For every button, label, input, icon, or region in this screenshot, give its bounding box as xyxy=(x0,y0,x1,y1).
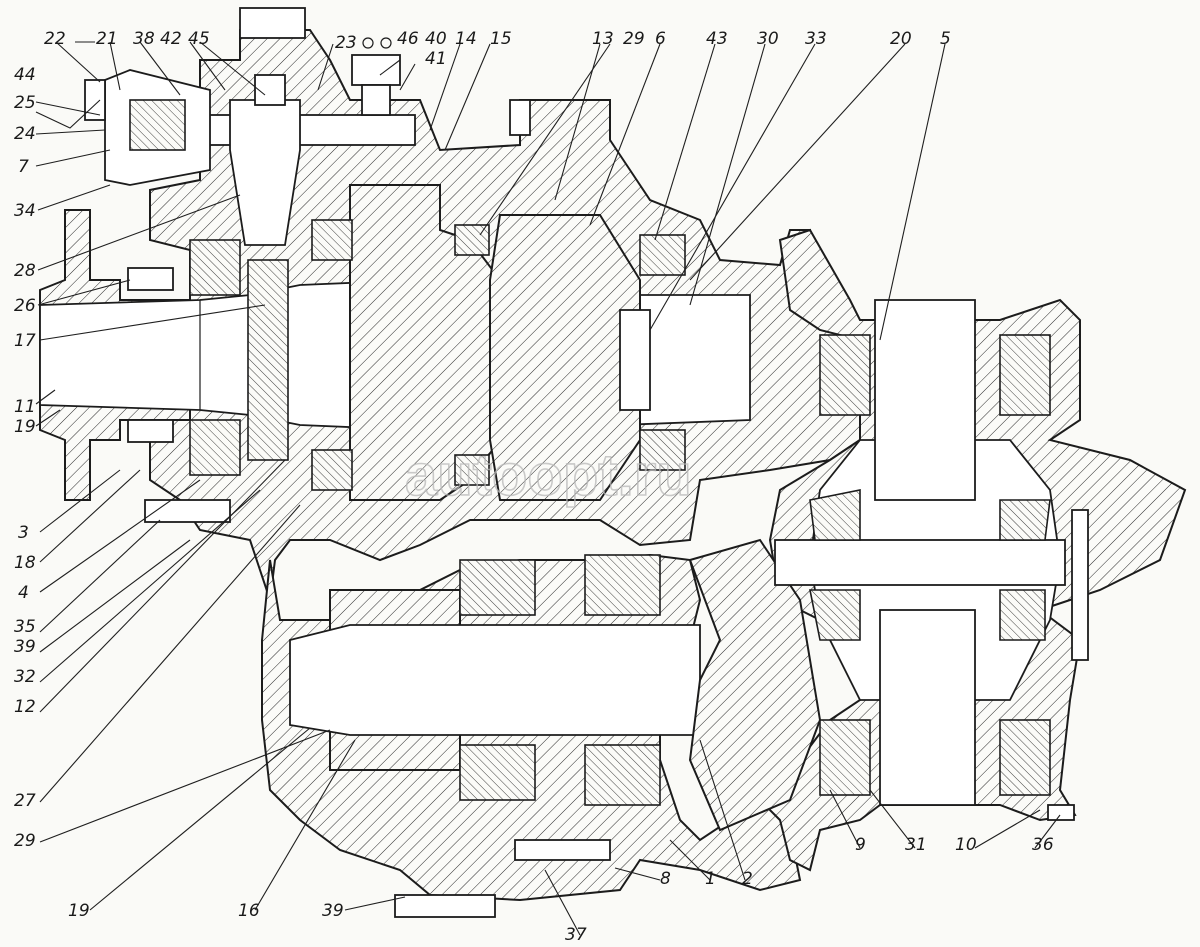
shift-rod-cap xyxy=(239,7,306,39)
differential-pinion xyxy=(999,499,1051,541)
output-shaft-upper xyxy=(874,299,976,501)
callout-15: 15 xyxy=(490,29,512,49)
callout-27: 27 xyxy=(14,791,36,811)
bearing xyxy=(189,419,241,476)
bearing xyxy=(819,719,871,796)
callout-29-top: 29 xyxy=(623,29,645,49)
sensor-body xyxy=(361,84,391,116)
callout-26: 26 xyxy=(14,296,36,316)
callout-19-bottom: 19 xyxy=(68,901,90,921)
bearing xyxy=(454,454,490,486)
callout-10: 10 xyxy=(955,835,977,855)
spline-coupling xyxy=(247,259,289,461)
bearing xyxy=(311,449,353,491)
callout-46: 46 xyxy=(397,29,419,49)
callout-17: 17 xyxy=(14,331,36,351)
countershaft xyxy=(289,624,701,736)
bearing xyxy=(459,744,536,801)
cross-shaft xyxy=(774,539,1066,586)
callout-34: 34 xyxy=(14,201,36,221)
bottom-bolt xyxy=(394,894,496,918)
callout-31: 31 xyxy=(905,835,927,855)
callout-42: 42 xyxy=(160,29,182,49)
shift-fork xyxy=(229,99,301,246)
bearing xyxy=(584,744,661,806)
callout-9: 9 xyxy=(855,835,866,855)
callout-38: 38 xyxy=(133,29,155,49)
callout-45: 45 xyxy=(188,29,210,49)
callout-33: 33 xyxy=(805,29,827,49)
spring-coil xyxy=(129,99,186,151)
callout-40: 40 xyxy=(425,29,447,49)
callout-41: 41 xyxy=(425,49,447,69)
callout-12: 12 xyxy=(14,697,36,717)
callout-29-left: 29 xyxy=(14,831,36,851)
oil-seal xyxy=(127,419,174,443)
bearing xyxy=(639,234,686,276)
callout-24: 24 xyxy=(14,124,36,144)
sensor-terminal xyxy=(380,37,392,49)
side-bolt xyxy=(1071,509,1089,661)
sensor-terminal xyxy=(362,37,374,49)
callout-18: 18 xyxy=(14,553,36,573)
callout-32: 32 xyxy=(14,667,36,687)
bearing xyxy=(189,239,241,296)
callout-39-bottom: 39 xyxy=(322,901,344,921)
callout-2: 2 xyxy=(742,869,753,889)
needle-bearing xyxy=(619,309,651,411)
callout-37: 37 xyxy=(565,925,587,945)
bottom-bolt xyxy=(514,839,611,861)
bearing xyxy=(459,559,536,616)
bearing xyxy=(311,219,353,261)
callout-20: 20 xyxy=(890,29,912,49)
watermark: autoopt.ru xyxy=(405,443,692,508)
callout-43: 43 xyxy=(706,29,728,49)
callout-44: 44 xyxy=(14,65,36,85)
differential-pinion xyxy=(809,589,861,641)
side-bolt-left xyxy=(144,499,231,523)
bearing xyxy=(819,334,871,416)
callout-35: 35 xyxy=(14,617,36,637)
leader-lines xyxy=(35,41,1061,936)
shift-lock-bolt xyxy=(254,74,286,106)
output-shaft-lower xyxy=(879,609,976,806)
transfer-case-drawing xyxy=(39,7,1187,918)
callout-23: 23 xyxy=(335,33,357,53)
callout-36: 36 xyxy=(1032,835,1054,855)
callout-3: 3 xyxy=(18,523,29,543)
callout-30: 30 xyxy=(757,29,779,49)
callout-39-left: 39 xyxy=(14,637,36,657)
callout-21: 21 xyxy=(96,29,118,49)
bearing xyxy=(584,554,661,616)
callout-6: 6 xyxy=(655,29,666,49)
callout-19-left: 19 xyxy=(14,417,36,437)
callout-25: 25 xyxy=(14,93,36,113)
callout-1: 1 xyxy=(705,869,716,889)
bearing xyxy=(999,719,1051,796)
callout-4: 4 xyxy=(18,583,29,603)
callout-22: 22 xyxy=(44,29,66,49)
callout-28: 28 xyxy=(14,261,36,281)
bearing xyxy=(639,429,686,471)
housing-bolt xyxy=(509,99,531,136)
flange-bolt xyxy=(1047,804,1075,821)
callout-13: 13 xyxy=(592,29,614,49)
differential-pinion xyxy=(809,489,861,541)
bevel-pinion xyxy=(489,214,641,501)
callout-16: 16 xyxy=(238,901,260,921)
differential-pinion xyxy=(999,589,1046,641)
callout-11: 11 xyxy=(14,397,36,417)
bearing xyxy=(999,334,1051,416)
bearing xyxy=(454,224,490,256)
callout-5: 5 xyxy=(940,29,951,49)
callout-8: 8 xyxy=(660,869,671,889)
callout-7: 7 xyxy=(18,157,29,177)
callout-labels: 22 21 38 42 45 23 46 40 41 14 15 13 29 6… xyxy=(14,29,1054,945)
oil-seal xyxy=(127,267,174,291)
callout-14: 14 xyxy=(455,29,477,49)
sensor-switch xyxy=(351,54,401,86)
